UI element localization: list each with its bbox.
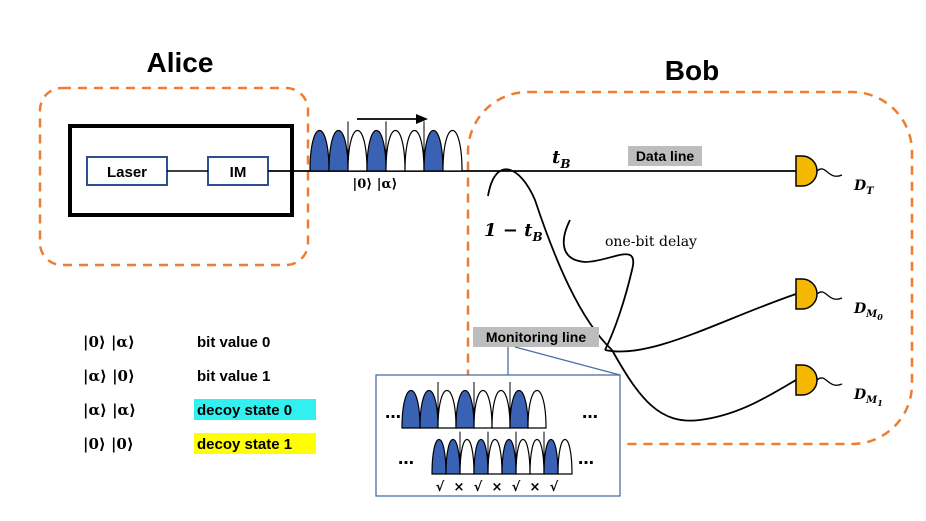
monitoring-line-bg [473,327,599,347]
detector-lead [816,377,843,386]
legend-meaning: bit value 1 [197,368,270,385]
laser-label: Laser [107,164,147,181]
pulse-empty [404,129,425,172]
im-label: IM [230,164,247,181]
legend-state: |α⟩ |α⟩ [83,401,136,419]
inset-ellipsis: … [385,403,401,422]
inset-row1-pulse-empty [527,390,547,429]
legend-state: |α⟩ |0⟩ [83,367,135,385]
delay-label: one-bit delay [605,234,697,250]
inset-mark: √ [512,480,521,495]
detector-label: DT [853,178,875,197]
to-dm1 [611,349,797,422]
bob-boundary [466,90,914,446]
detector-lead [816,168,843,177]
inset-ellipsis: … [398,449,414,468]
inset-ellipsis: … [582,403,598,422]
direction-arrow-head [416,114,428,124]
pulse-filled [309,129,330,172]
pulse-empty [385,129,406,172]
detector [795,364,818,396]
legend-state: |0⟩ |0⟩ [83,435,134,453]
legend-highlight [194,433,316,454]
legend-state: |0⟩ |α⟩ [83,333,135,351]
pulse-state-label: |0⟩ |α⟩ [353,177,398,192]
inset-mark: √ [474,480,483,495]
inset-mark: × [454,480,465,495]
data-line-bg [628,146,702,166]
legend-meaning: bit value 0 [197,334,270,351]
detector-label: DM1 [853,387,883,408]
pulse-empty [442,129,463,172]
inset-mark: × [492,480,503,495]
monitoring-line-label: Monitoring line [486,329,587,345]
alice-boundary [38,86,310,267]
one-minus-tb-label: 1 − tB [484,220,543,244]
legend: |0⟩ |α⟩ bit value 0 |α⟩ |0⟩ bit value 1 |α⟩ … [83,333,316,454]
detector-label: DM0 [853,301,883,322]
inset-callout-right [514,346,621,376]
inset-mark: √ [436,480,445,495]
to-dm0 [604,293,797,353]
inset-content: … … … … √ × √ × √ × √ [385,382,598,495]
inset-mark: √ [550,480,559,495]
bob-title: Bob [665,55,719,86]
inset-ellipsis: … [578,449,594,468]
pulse-filled [366,129,387,172]
pulse-empty [347,129,368,172]
legend-highlight [194,399,316,420]
data-line-label: Data line [636,148,695,164]
tb-label: tB [552,147,570,171]
inset-row2-pulse-empty [557,439,573,475]
pulse-filled [423,129,444,172]
branch-fiber [487,168,613,351]
delay-loop [562,219,635,351]
detector-lead [816,291,843,300]
inset-mark: × [530,480,541,495]
pulse-train [309,121,463,172]
detector [795,155,818,187]
alice-title: Alice [147,47,214,78]
pulse-filled [328,129,349,172]
legend-meaning: decoy state 0 [197,402,292,419]
legend-meaning: decoy state 1 [197,436,292,453]
detector [795,278,818,310]
